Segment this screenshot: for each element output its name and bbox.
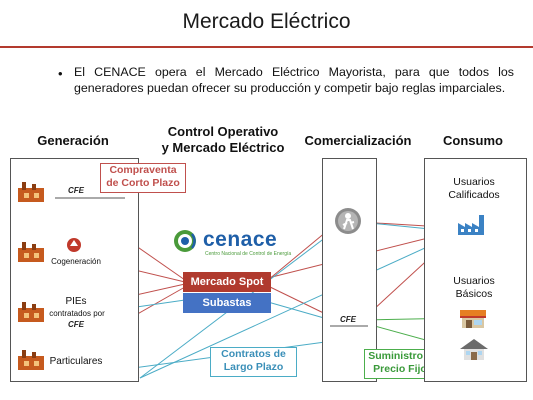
- header-control: Control Operativo y Mercado Eléctrico: [148, 124, 298, 156]
- usuarios-calificados-label: Usuarios Calificados: [434, 176, 514, 202]
- shop-icon: [458, 306, 488, 330]
- usuarios-calificados-line1: Usuarios: [453, 176, 495, 188]
- generator-cfe-logo: CFE: [68, 186, 84, 195]
- mercado-spot-box: Mercado Spot: [183, 272, 271, 292]
- tag-largo-line1: Contratos de: [221, 348, 286, 360]
- comercializacion-cfe-logo: CFE: [340, 315, 356, 324]
- bullet-text: El CENACE opera el Mercado Eléctrico May…: [74, 65, 514, 95]
- generator-cogeneracion-label: Cogeneración: [51, 257, 101, 266]
- tag-corto-line1: Compraventa: [109, 164, 177, 176]
- power-plant-icon: [14, 240, 50, 262]
- tag-largo-line2: Largo Plazo: [223, 361, 284, 373]
- usuarios-basicos-line1: Usuarios: [453, 275, 495, 287]
- tag-fijo-line1: Suministro a: [368, 350, 432, 362]
- power-plant-icon: [14, 300, 50, 322]
- comercializacion-cfe-subtitle: [330, 325, 368, 327]
- usuarios-calificados-line2: Calificados: [448, 189, 500, 201]
- tag-corto-line2: de Corto Plazo: [106, 177, 180, 189]
- generator-cfe-subtitle: [55, 197, 125, 199]
- tag-fijo-line2: Precio Fijo: [373, 363, 427, 375]
- power-plant-icon: [14, 180, 50, 202]
- generator-particulares-label: Particulares: [49, 356, 103, 367]
- house-icon: [458, 337, 490, 361]
- subastas-box: Subastas: [183, 293, 271, 313]
- generator-pies-cfe-logo: CFE: [68, 320, 84, 329]
- tag-corto-plazo: Compraventa de Corto Plazo: [100, 163, 186, 193]
- cenace-logo-subtitle: Centro Nacional de Control de Energía: [205, 251, 292, 257]
- comercializacion-box: [322, 158, 377, 382]
- title-divider: [0, 46, 533, 48]
- comercializador-icon: [334, 207, 362, 235]
- generator-pies-label: PIEs: [65, 296, 87, 307]
- factory-icon: [456, 213, 488, 237]
- header-comercializacion: Comercialización: [304, 133, 412, 148]
- cenace-logo-text: cenace: [203, 228, 278, 251]
- header-control-line1: Control Operativo: [167, 124, 279, 139]
- cogeneration-icon: [64, 236, 84, 254]
- cenace-logo-icon: [172, 228, 202, 254]
- page-title: Mercado Eléctrico: [182, 10, 351, 33]
- blue-line-bottom-usr: [139, 231, 461, 379]
- header-generacion: Generación: [37, 133, 109, 148]
- tag-largo-plazo: Contratos de Largo Plazo: [210, 347, 297, 377]
- usuarios-basicos-line2: Básicos: [455, 288, 493, 300]
- header-control-line2: y Mercado Eléctrico: [161, 140, 285, 155]
- power-plant-icon: [14, 348, 50, 370]
- usuarios-basicos-label: Usuarios Básicos: [434, 275, 514, 301]
- header-consumo: Consumo: [443, 133, 503, 148]
- generator-contratados-label: contratados por: [49, 309, 105, 318]
- bullet-marker: •: [58, 66, 63, 81]
